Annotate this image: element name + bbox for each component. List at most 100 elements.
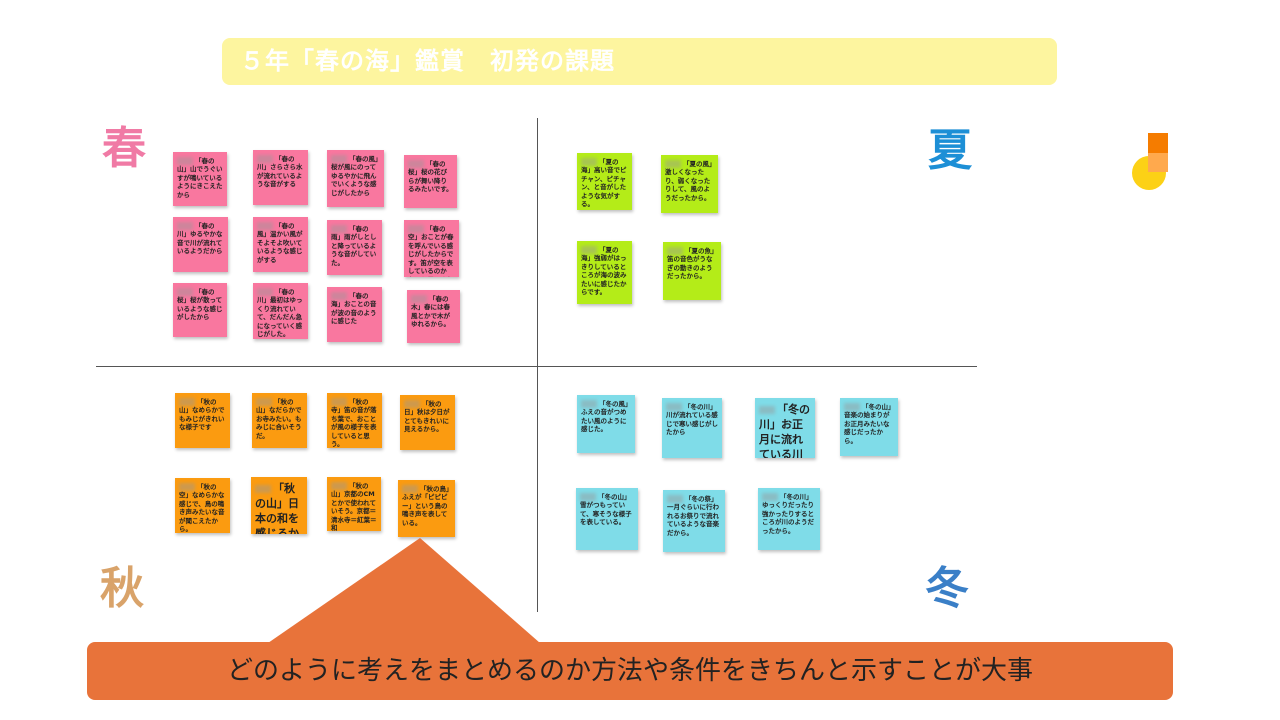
sticky-note-spring[interactable]: 「春の桜」桜の花びらが舞い降りるみたいです。 [404,155,457,208]
redacted-name [331,155,347,163]
note-text: 「秋の山」京都のCMとかで使われていそう。京都＝清水寺＝紅葉＝和 [331,482,377,531]
note-text: 「春の海」おことの音が波の音のように感じた [331,292,377,326]
redacted-name [581,246,597,254]
sticky-note-spring[interactable]: 「春の川」最初はゆっくり流れていて、だんだん急になっていく感じがした。 [253,283,308,339]
note-text: 「冬の山」音楽の始まりがお正月みたいな感じだったから。 [844,403,892,445]
redacted-name [179,483,195,491]
note-text: 「夏の風」激しくなったり、弱くなったりして、風のようだったから。 [665,160,713,202]
sticky-note-spring[interactable]: 「春の山」山でうぐいすが鳴いているようにきこえたから [173,152,227,206]
note-text: 「夏の海」強弱がはっきりしているところが海の波みたいに感じたからです。 [581,246,627,297]
redacted-name [331,292,347,300]
sticky-note-autumn[interactable]: 「秋の山」日本の和を感じるから。 [251,477,307,534]
redacted-name [177,288,193,296]
redacted-name [762,493,778,501]
sticky-note-summer[interactable]: 「夏の海」強弱がはっきりしているところが海の波みたいに感じたからです。 [577,241,632,304]
redacted-name [177,222,193,230]
note-text: 「秋の日」秋は夕日がとてもきれいに見えるから。 [404,400,450,434]
note-text: 「夏の魚」笛の音色がうなぎの動きのようだったから。 [667,247,715,281]
redacted-name [331,225,347,233]
sticky-note-summer[interactable]: 「夏の海」高い音でピチャン、ピチャン、と音がしたような気がする。 [577,153,632,210]
redacted-name [177,157,193,165]
sticky-note-spring[interactable]: 「春の空」おことが春を呼んでいる感じがしたからです。笛が空を表しているのかな、と… [404,220,459,277]
note-text: 「冬の川」川が流れている感じで寒い感じがしたから [666,403,718,437]
summer-label: 夏 [928,125,972,176]
callout-pointer [268,538,540,643]
note-text: 「冬の風」ふえの音がつめたい風のように感じた。 [581,400,629,434]
sticky-note-winter[interactable]: 「冬の川」お正月に流れている川の様子 [755,398,815,458]
redacted-name [256,398,272,406]
note-text: 「春の木」春には春風とかで木がゆれるから。 [411,295,450,329]
note-text: 「秋の空」なめらかな感じで、鳥の鳴き声みたいな音が聞こえたから。 [179,483,225,533]
horizontal-divider [96,366,977,367]
redacted-name [665,160,681,168]
note-text: 「冬の山」雪がつもっていて、寒そうな様子を表している。 [580,493,632,527]
note-text: 「春の山」山でうぐいすが鳴いているようにきこえたから [177,157,223,199]
note-text: 「春の空」おことが春を呼んでいる感じがしたからです。笛が空を表しているのかな、と… [408,225,454,277]
redacted-name [257,155,273,163]
redacted-name [411,295,427,303]
autumn-label: 秋 [100,563,144,614]
sticky-note-spring[interactable]: 「春の桜」桜が散っているような感じがしたから [173,283,227,337]
redacted-name [331,398,347,406]
redacted-name [844,403,860,411]
note-text: 「春の桜」桜が散っているような感じがしたから [177,288,223,322]
sticky-note-autumn[interactable]: 「秋の山」なだらかでお寺みたい。もみじに合いそうだ。 [252,393,307,448]
sticky-note-autumn[interactable]: 「秋の山」京都のCMとかで使われていそう。京都＝清水寺＝紅葉＝和 [327,477,381,531]
redacted-name [667,247,683,255]
jamboard-logo-icon [1132,133,1168,190]
redacted-name [257,222,273,230]
redacted-name [581,400,597,408]
note-text: 「春の川」ゆるやかな音で川が流れているようだから [177,222,223,256]
sticky-note-winter[interactable]: 「冬の山」雪がつもっていて、寒そうな様子を表している。 [576,488,638,550]
note-text: 「春の風」温かい風がそよそよ吹いているような感じがする [257,222,303,264]
sticky-note-autumn[interactable]: 「秋の日」秋は夕日がとてもきれいに見えるから。 [400,395,455,450]
callout-box: どのように考えをまとめるのか方法や条件をきちんと示すことが大事 [87,642,1173,700]
redacted-name [581,158,597,166]
sticky-note-winter[interactable]: 「冬の風」ふえの音がつめたい風のように感じた。 [577,395,635,453]
sticky-note-winter[interactable]: 「冬の祭」一月ぐらいに行われるお祭りで流れているような音楽だから。 [663,490,725,552]
redacted-name [408,225,424,233]
note-text: 「秋の寺」笛の音が落ち葉で、おことが風の様子を表していると思う。 [331,398,377,448]
note-text: 「冬の祭」一月ぐらいに行われるお祭りで流れているような音楽だから。 [667,495,719,537]
sticky-note-spring[interactable]: 「春の海」おことの音が波の音のように感じた [327,287,382,342]
sticky-note-summer[interactable]: 「夏の魚」笛の音色がうなぎの動きのようだったから。 [663,242,721,300]
note-text: 「春の雨」雨がしとしと降っているような音がしていた。 [331,225,377,267]
note-text: 「春の川」さらさら水が流れているような音がする [257,155,303,189]
note-text: 「春の風」桜が風にのってゆるやかに飛んでいくような感じがしたから [331,155,379,197]
note-text: 「秋の山」なだらかでお寺みたい。もみじに合いそうだ。 [256,398,302,440]
redacted-name [667,495,683,503]
redacted-name [408,160,424,168]
sticky-note-autumn[interactable]: 「秋の空」なめらかな感じで、鳥の鳴き声みたいな音が聞こえたから。 [175,478,230,533]
note-text: 「冬の川」お正月に流れている川の様子 [759,403,810,458]
redacted-name [255,485,271,493]
sticky-note-spring[interactable]: 「春の風」温かい風がそよそよ吹いているような感じがする [253,217,308,272]
note-text: 「秋の鳥」ふえが「ピピピー」という鳥の鳴き声を表している。 [402,485,450,527]
vertical-divider [537,118,538,612]
redacted-name [402,485,418,493]
note-text: 「夏の海」高い音でピチャン、ピチャン、と音がしたような気がする。 [581,158,627,209]
redacted-name [257,288,273,296]
note-text: 「春の川」最初はゆっくり流れていて、だんだん急になっていく感じがした。 [257,288,303,339]
redacted-name [179,398,195,406]
spring-label: 春 [102,123,146,174]
note-text: 「秋の山」なめらかでもみじがきれいな様子です [179,398,225,432]
redacted-name [580,493,596,501]
redacted-name [666,403,682,411]
sticky-note-winter[interactable]: 「冬の川」ゆっくりだったり強かったりするところが川のようだったから。 [758,488,820,550]
sticky-note-autumn[interactable]: 「秋の寺」笛の音が落ち葉で、おことが風の様子を表していると思う。 [327,393,382,448]
note-text: 「春の桜」桜の花びらが舞い降りるみたいです。 [408,160,453,194]
redacted-name [404,400,420,408]
sticky-note-spring[interactable]: 「春の川」さらさら水が流れているような音がする [253,150,308,205]
sticky-note-spring[interactable]: 「春の雨」雨がしとしと降っているような音がしていた。 [327,220,382,275]
sticky-note-spring[interactable]: 「春の木」春には春風とかで木がゆれるから。 [407,290,460,343]
slide-title: ５年「春の海」鑑賞 初発の課題 [222,38,1057,85]
sticky-note-summer[interactable]: 「夏の風」激しくなったり、弱くなったりして、風のようだったから。 [661,155,718,213]
sticky-note-spring[interactable]: 「春の川」ゆるやかな音で川が流れているようだから [173,217,228,272]
sticky-note-winter[interactable]: 「冬の川」川が流れている感じで寒い感じがしたから [662,398,722,458]
winter-label: 冬 [925,563,969,614]
sticky-note-winter[interactable]: 「冬の山」音楽の始まりがお正月みたいな感じだったから。 [840,398,898,456]
sticky-note-spring[interactable]: 「春の風」桜が風にのってゆるやかに飛んでいくような感じがしたから [327,150,384,207]
sticky-note-autumn[interactable]: 「秋の山」なめらかでもみじがきれいな様子です [175,393,230,448]
sticky-note-autumn[interactable]: 「秋の鳥」ふえが「ピピピー」という鳥の鳴き声を表している。 [398,480,455,537]
note-text: 「冬の川」ゆっくりだったり強かったりするところが川のようだったから。 [762,493,814,535]
